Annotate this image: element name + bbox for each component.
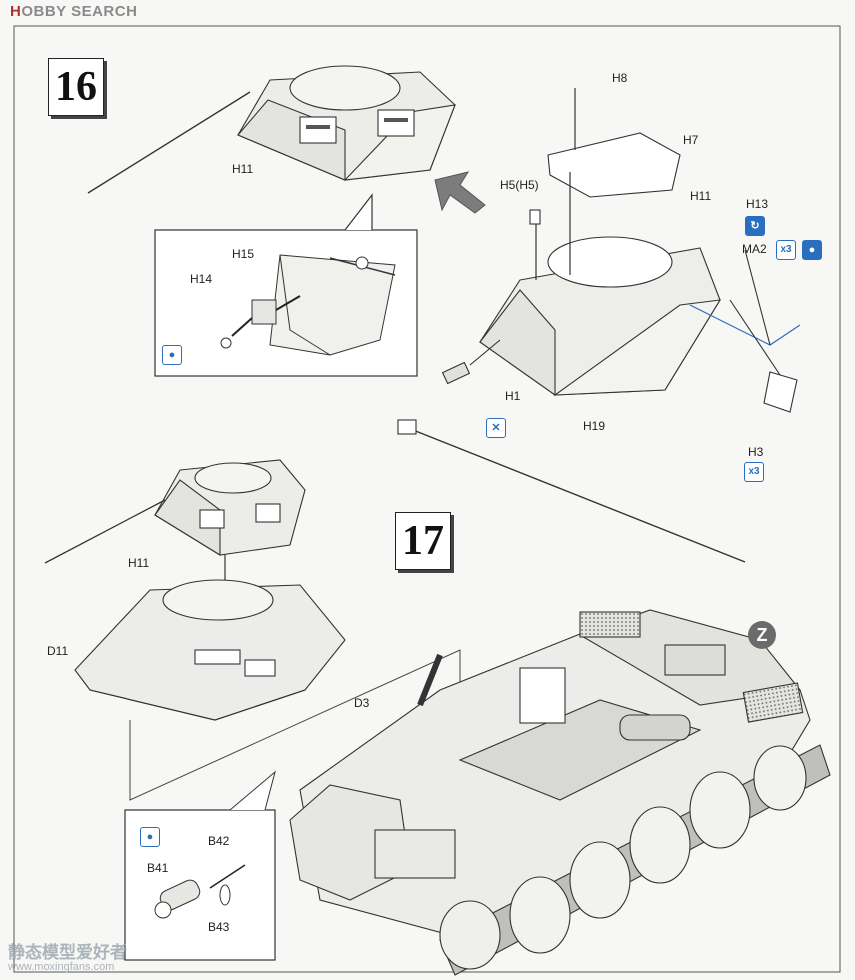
brand-name: OBBY [21, 3, 67, 20]
part-label-h19: H19 [583, 419, 606, 433]
part-label-h5: H5(H5) [500, 178, 539, 192]
part-label-h13: H13 [746, 197, 769, 211]
part-label-h15: H15 [232, 247, 255, 261]
part-label-h11-right: H11 [690, 189, 712, 203]
hull-top-d11 [74, 579, 346, 721]
brand-suffix: SEARCH [71, 3, 138, 20]
direction-arrow [434, 171, 486, 214]
part-label-d11: D11 [47, 644, 69, 658]
step-number-16: 16 [48, 58, 104, 116]
detail-inset-h14-h15 [154, 193, 418, 377]
part-label-b42: B42 [208, 834, 230, 848]
part-label-h14: H14 [190, 272, 213, 286]
part-label-b43: B43 [208, 920, 230, 934]
watermark-hobbysearch: HOBBY SEARCH [10, 3, 137, 20]
part-label-h1: H1 [505, 389, 521, 403]
page-frame [13, 25, 841, 973]
flip-icon: ↻ [745, 216, 765, 236]
part-label-ma2: MA2 [742, 242, 767, 256]
part-label-h7: H7 [683, 133, 699, 147]
step-number-17: 17 [395, 512, 451, 570]
turret-assembled-top [87, 65, 456, 194]
glue-icon-inset17: ● [140, 827, 160, 847]
z-badge: Z [748, 621, 776, 649]
watermark-bottom-title: 静态模型爱好者 [8, 943, 127, 962]
cement-icon: ✕ [486, 418, 506, 438]
glue-icon-inset16: ● [162, 345, 182, 365]
turret-step17 [44, 459, 306, 600]
part-label-h11-lower: H11 [128, 556, 150, 570]
part-label-d3: D3 [354, 696, 370, 710]
part-label-h11-top: H11 [232, 162, 254, 176]
times3-icon: x3 [776, 240, 796, 260]
part-label-h8: H8 [612, 71, 628, 85]
watermark-bottom-url: www.moxingfans.com [8, 961, 115, 973]
turret-exploded [397, 88, 801, 563]
paint-drop-icon: ● [802, 240, 822, 260]
part-label-h3: H3 [748, 445, 764, 459]
part-label-b41: B41 [147, 861, 169, 875]
tank-hull [289, 609, 831, 976]
brand-mark: H [10, 3, 22, 20]
times3-icon-h3: x3 [744, 462, 764, 482]
